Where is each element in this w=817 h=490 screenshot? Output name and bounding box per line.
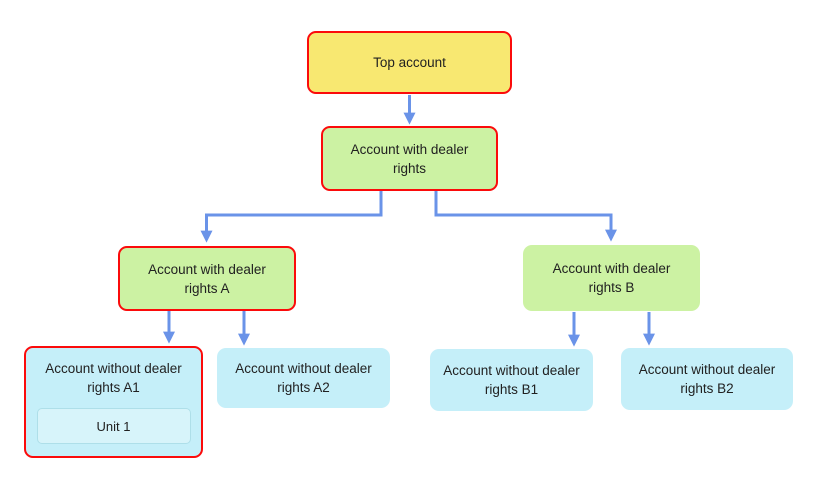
connector-dealer-to-dealer-b: [434, 191, 617, 242]
node-account-without-dealer-rights-b2: Account without dealer rights B2: [621, 348, 793, 410]
node-account-without-dealer-rights-a1: Account without dealer rights A1 Unit 1: [24, 346, 203, 458]
node-account-with-dealer-rights-a: Account with dealer rights A: [118, 246, 296, 311]
node-account-with-dealer-rights-b-label: Account with dealer rights B: [552, 261, 671, 295]
node-account-without-dealer-rights-b2-label: Account without dealer rights B2: [638, 362, 776, 396]
node-account-with-dealer-rights-a-label: Account with dealer rights A: [148, 261, 266, 296]
node-account-without-dealer-rights-a2: Account without dealer rights A2: [217, 348, 390, 408]
node-account-with-dealer-rights-label: Account with dealer rights: [350, 141, 469, 176]
node-top-account: Top account: [307, 31, 512, 94]
node-account-without-dealer-rights-b1-label: Account without dealer rights B1: [443, 363, 580, 397]
node-account-without-dealer-rights-a2-label: Account without dealer rights A2: [235, 361, 372, 395]
node-account-with-dealer-rights: Account with dealer rights: [321, 126, 498, 191]
connector-dealer-to-dealer-a: [200, 191, 383, 243]
node-account-with-dealer-rights-b: Account with dealer rights B: [523, 245, 700, 311]
node-account-without-dealer-rights-b1: Account without dealer rights B1: [430, 349, 593, 411]
node-unit-1: Unit 1: [36, 408, 191, 444]
node-top-account-label: Top account: [373, 55, 446, 70]
node-account-without-dealer-rights-a1-label: Account without dealer rights A1: [45, 361, 182, 395]
node-unit-1-label: Unit 1: [96, 418, 131, 434]
